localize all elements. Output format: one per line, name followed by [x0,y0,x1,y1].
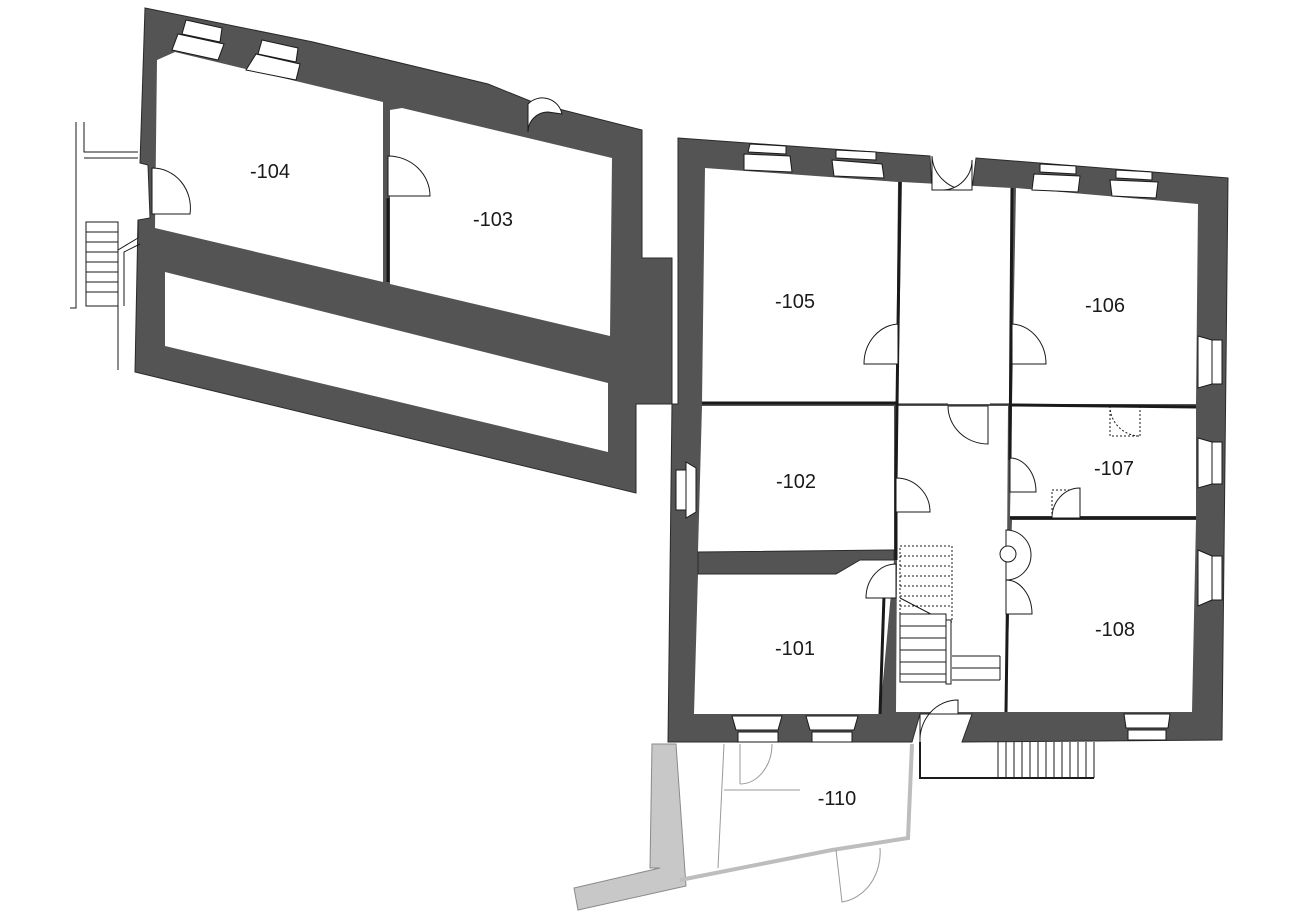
window-106-a [1039,163,1077,175]
wall-106-107 [1011,403,1197,409]
window-104-d [245,53,301,81]
window-104-c [257,39,299,63]
window-106-b [1031,173,1081,193]
label-room-108: -108 [1095,619,1135,641]
door-107-west [1009,457,1037,493]
long-corridor-floor [165,272,608,452]
central-staircase [899,545,1001,685]
south-steps [919,742,1095,779]
door-101 [865,563,897,599]
label-room-105: -105 [775,291,815,313]
annex-110-wall [573,743,687,911]
label-room-102: -102 [776,471,816,493]
window-105-c [835,149,877,161]
room-108-floor [1006,520,1196,712]
west-wing [134,7,673,494]
window-105-a [747,143,787,155]
door-103-north [527,97,563,133]
wall-hall-106 [1008,187,1014,461]
label-room-107: -107 [1094,458,1134,480]
label-room-104: -104 [250,161,290,183]
door-north-entrance-right [941,159,973,191]
window-101-a [731,715,783,731]
door-105 [863,323,899,365]
room-labels: -104 -103 -105 -106 -102 -107 -101 -108 … [250,161,1135,810]
door-104-west [151,167,191,215]
window-106-east [1197,335,1213,389]
label-room-103: -103 [473,209,513,231]
door-hall-inner [947,405,989,445]
door-107-north [1109,405,1141,437]
window-105-b [743,153,793,173]
door-107-south-arc [1051,487,1081,519]
window-108-south [1123,713,1171,729]
room-101-floor [694,560,894,714]
label-room-101: -101 [775,638,815,660]
door-104-103 [387,155,431,197]
wall-101-hall [878,595,886,715]
window-106-d [1109,179,1159,199]
window-107-east [1197,437,1213,489]
wall-102-101 [697,549,895,575]
room-105-floor [702,168,898,403]
door-108 [1005,579,1033,615]
room-107-floor [1010,406,1196,516]
hall-niche [1005,529,1032,581]
door-south-entrance [919,699,959,743]
room-106-floor [1012,188,1198,404]
window-105-d [831,159,885,179]
room-102-floor [698,406,894,552]
annex-110 [573,743,914,911]
door-102 [895,477,931,513]
window-108-east [1197,549,1213,607]
door-106 [1011,323,1047,365]
label-room-106: -106 [1085,295,1125,317]
room-104-floor [155,52,383,282]
window-104-b [171,33,225,61]
window-102-west [685,461,697,519]
window-106-c [1115,169,1153,181]
window-104-a [181,19,223,43]
window-101-b [805,715,859,731]
west-entrance-stair [70,122,141,370]
hall-niche-circle-icon [999,545,1017,563]
annex-110-outline [679,743,914,882]
hall-north-floor [898,182,1012,404]
label-room-110: -110 [818,788,857,810]
room-103-floor [390,108,612,336]
